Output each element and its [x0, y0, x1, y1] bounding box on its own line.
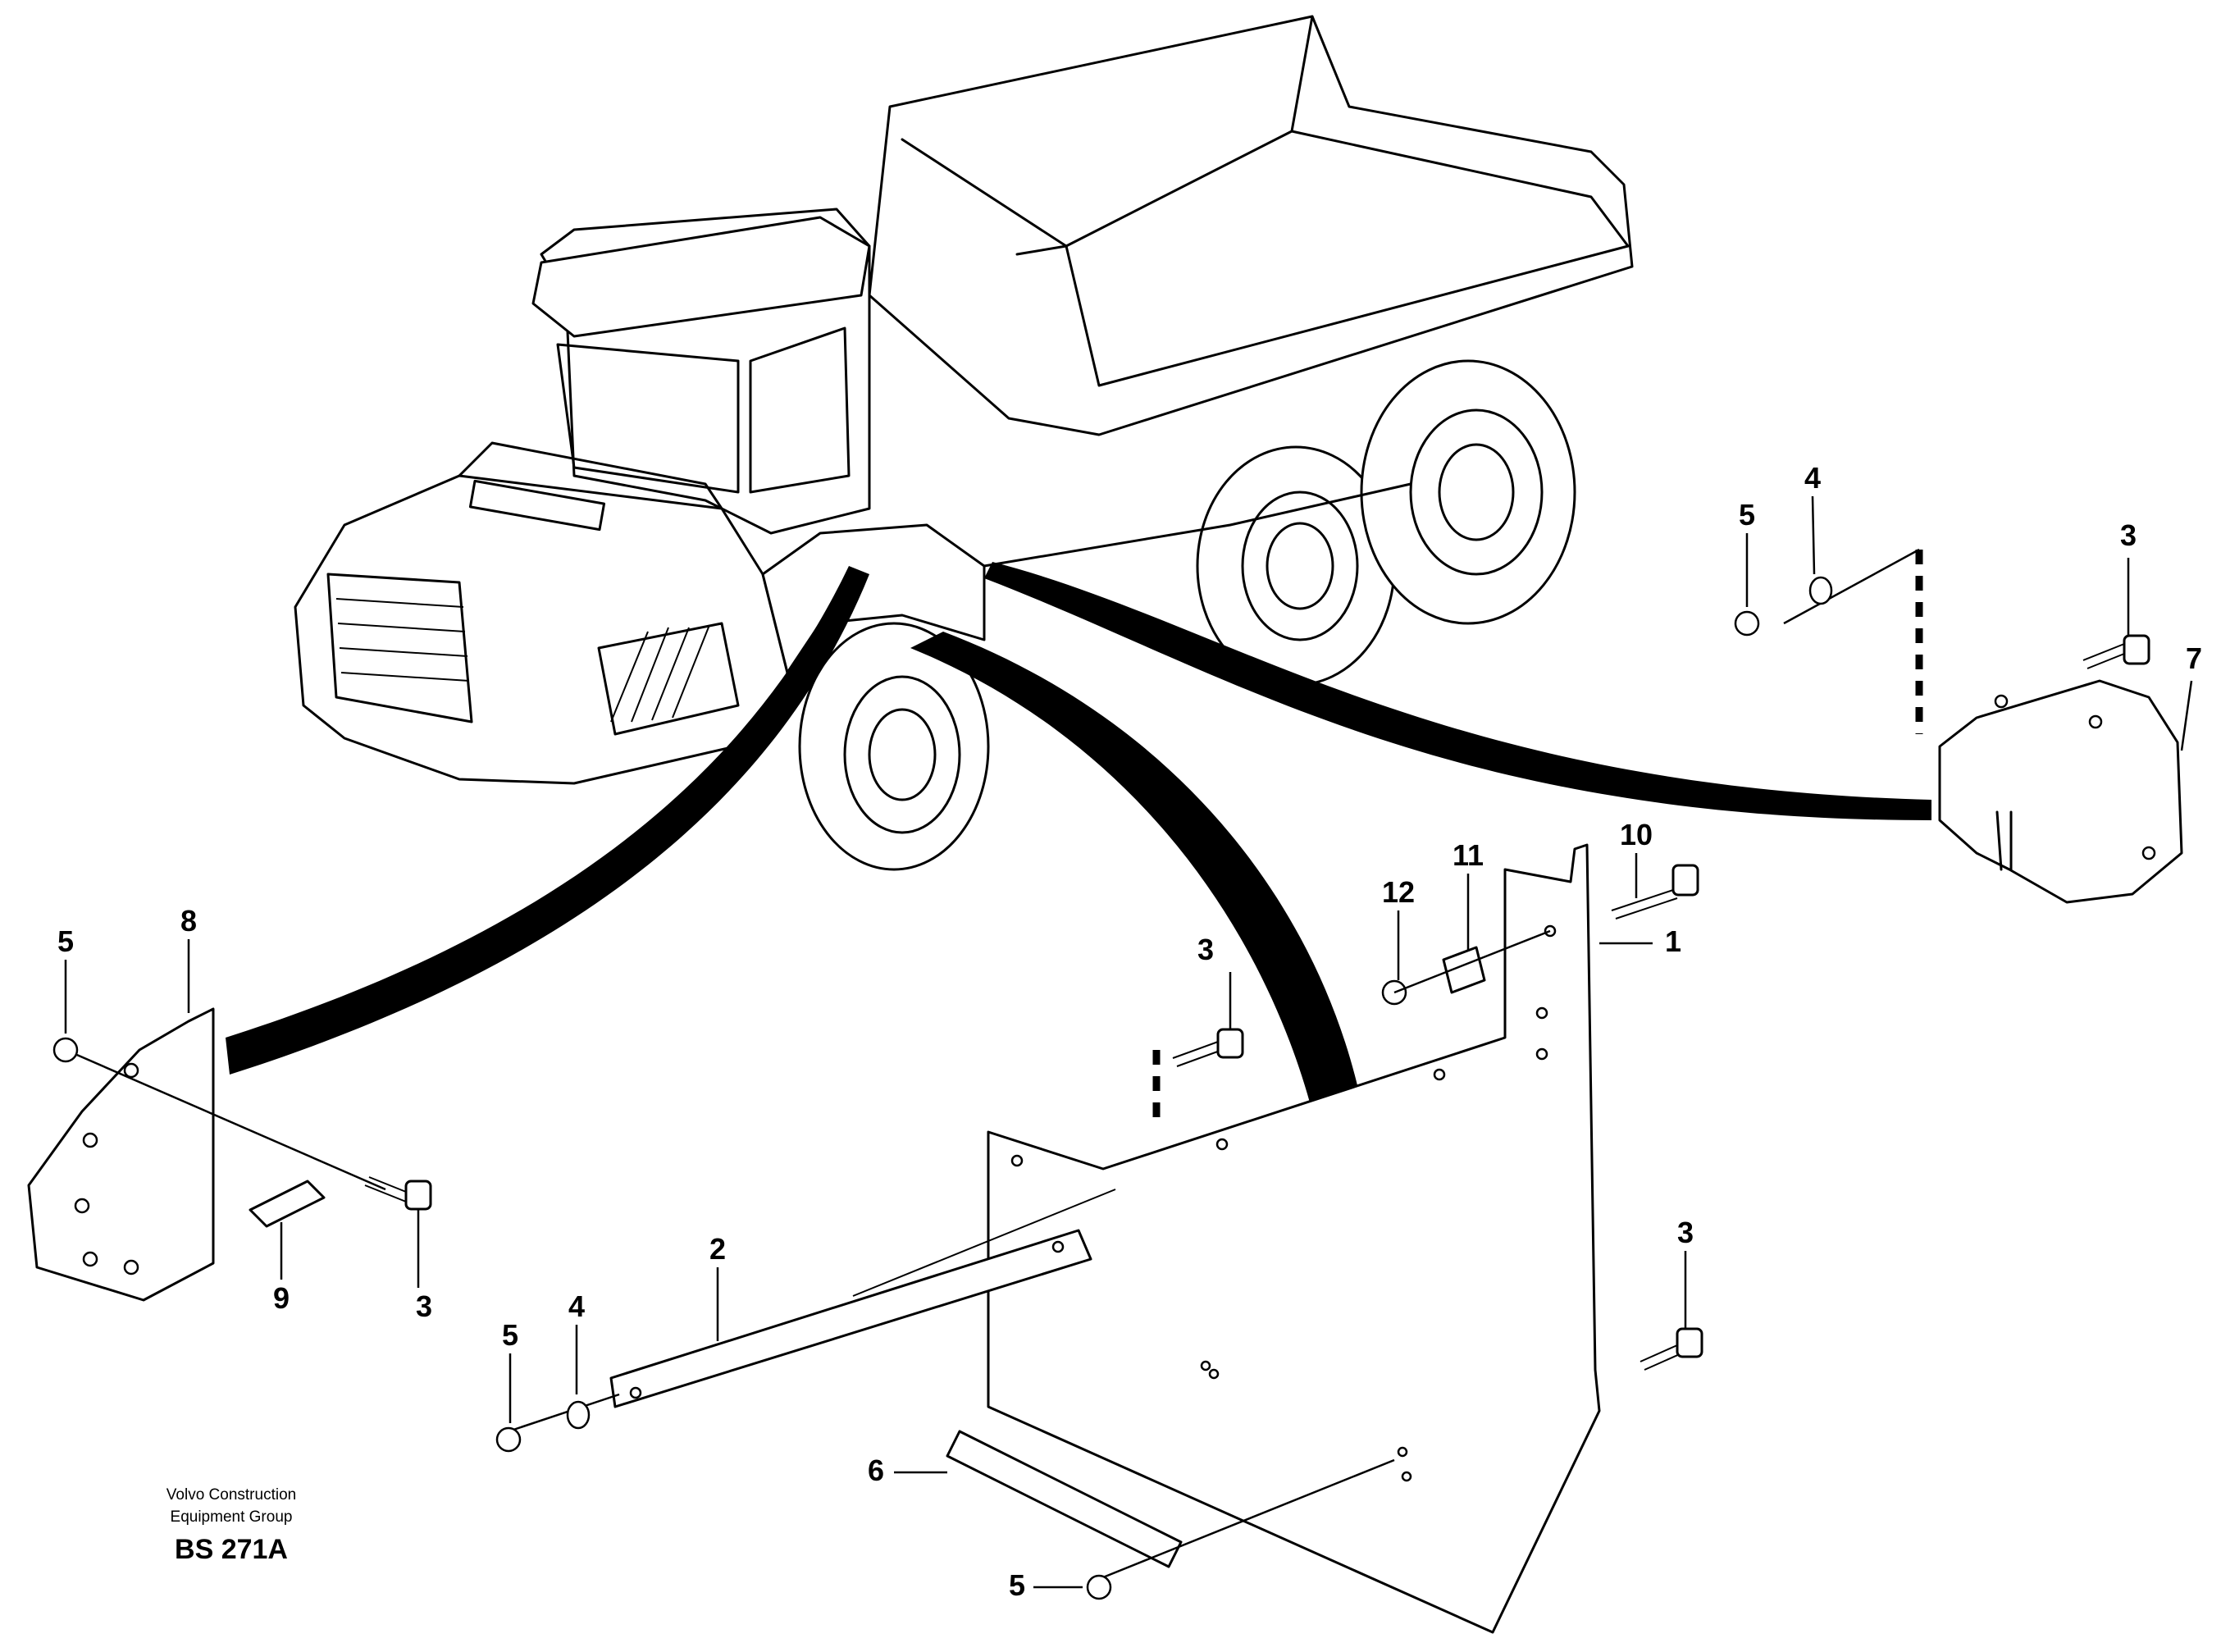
callout-labels: 1 2 3 3 3 3 4 4 5 5 5 5 6 7 8 9 10 11 — [57, 461, 2202, 1602]
callout-4-strip: 4 — [568, 1289, 585, 1323]
left-guard-plate-assembly — [27, 1007, 432, 1302]
callout-5-strip: 5 — [502, 1318, 518, 1352]
footer-company-line2: Equipment Group — [171, 1508, 293, 1526]
bolt-3-lower-right — [1640, 1327, 1703, 1371]
guard-plate-7 — [1938, 679, 2183, 904]
callout-5-bottom: 5 — [1009, 1568, 1025, 1602]
pointer-band-center — [910, 632, 1361, 1111]
pointer-band-left — [226, 566, 869, 1075]
callout-3-center: 3 — [1197, 933, 1214, 966]
callout-12: 12 — [1382, 875, 1415, 909]
bracket-9 — [249, 1180, 326, 1228]
washer-4-strip — [566, 1400, 591, 1430]
bolt-10 — [1611, 864, 1699, 920]
callout-9: 9 — [273, 1281, 290, 1315]
mud-flap-1 — [987, 843, 1601, 1634]
nut-5-strip — [495, 1426, 522, 1453]
bolt-3-center — [1172, 1028, 1244, 1067]
callout-8: 8 — [180, 904, 197, 938]
bolt-3-left — [364, 1176, 432, 1211]
dump-truck-illustration — [294, 15, 1634, 871]
front-wheel — [798, 622, 990, 871]
bolt-3-right — [2082, 634, 2150, 669]
callout-5-right: 5 — [1739, 498, 1755, 532]
callout-6: 6 — [868, 1453, 884, 1487]
callout-10: 10 — [1620, 818, 1653, 851]
footer-company-line1: Volvo Construction — [166, 1486, 296, 1504]
callout-3-right: 3 — [2120, 518, 2137, 552]
right-guard-plate-assembly — [1734, 548, 2183, 904]
callout-7: 7 — [2186, 641, 2202, 675]
callout-5-left: 5 — [57, 924, 74, 958]
footer-drawing-code: BS 271A — [175, 1534, 288, 1565]
rear-wheel-1 — [1196, 445, 1396, 687]
callout-2: 2 — [709, 1232, 726, 1266]
nut-5-left — [52, 1037, 79, 1063]
nut-5-right — [1734, 610, 1760, 637]
mud-flap-assembly — [495, 843, 1703, 1634]
guard-plate-8 — [27, 1007, 215, 1302]
callout-11: 11 — [1453, 838, 1484, 872]
callout-1: 1 — [1665, 924, 1681, 958]
callout-4-right: 4 — [1804, 461, 1821, 495]
callout-3-lower-right: 3 — [1677, 1216, 1694, 1249]
rear-wheel-2 — [1360, 359, 1576, 625]
spacer-11 — [1442, 946, 1486, 994]
footer-block: Volvo Construction Equipment Group BS 27… — [166, 1486, 296, 1565]
callout-3-left: 3 — [416, 1289, 432, 1323]
washer-4-right — [1808, 576, 1833, 605]
nut-5-bottom — [1086, 1574, 1112, 1600]
strip-6 — [946, 1430, 1183, 1568]
